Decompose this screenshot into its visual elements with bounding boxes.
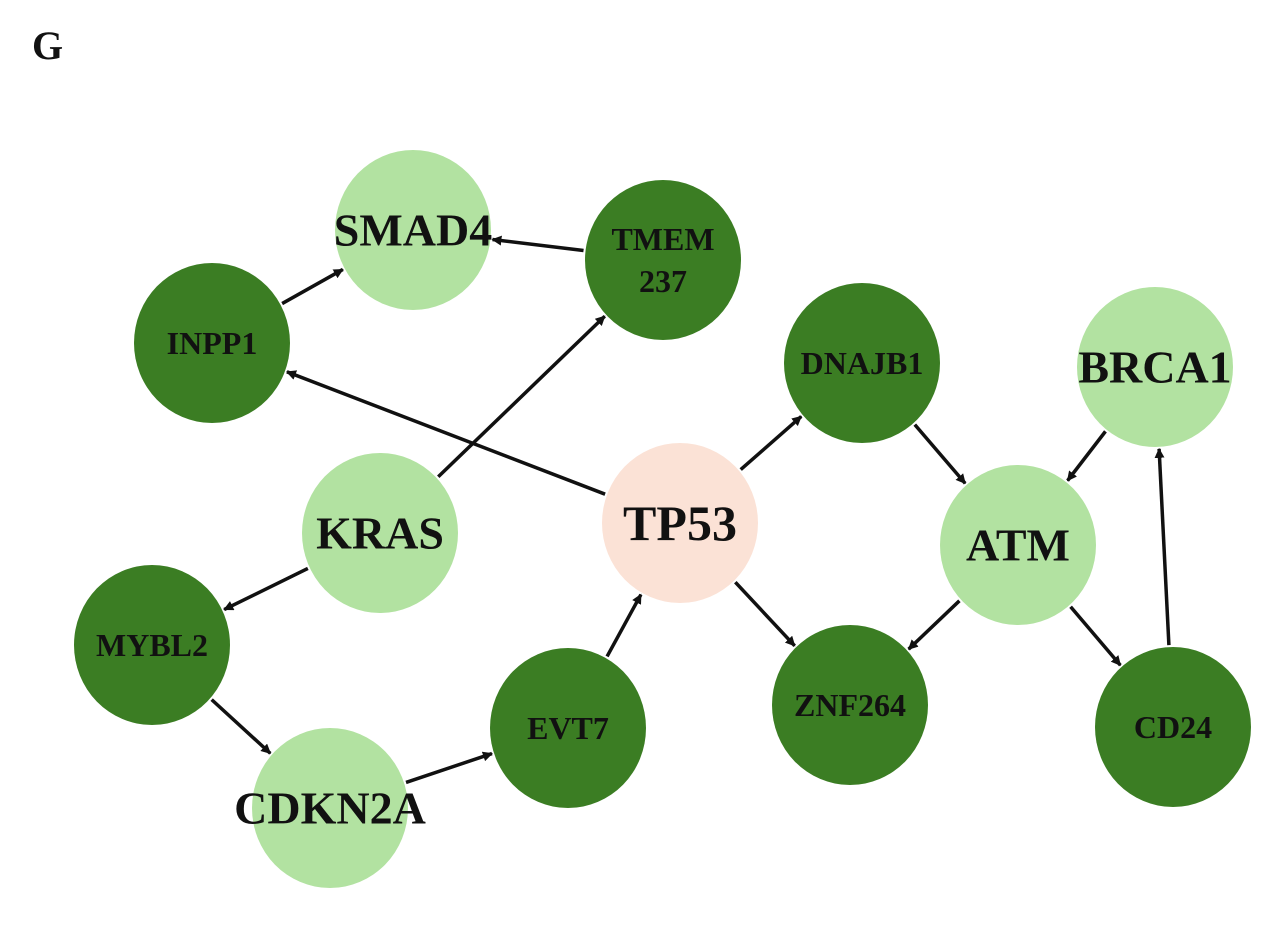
edge-atm-to-znf264 <box>907 599 961 651</box>
node-label: DNAJB1 <box>801 345 924 381</box>
node-cd24: CD24 <box>1095 647 1251 807</box>
edge-tp53-to-dnajb1 <box>739 415 803 471</box>
node-tmem237: TMEM 237 <box>585 180 741 340</box>
edges-layer <box>210 235 1171 785</box>
edge-tmem237-to-smad4 <box>491 235 584 253</box>
node-label: INPP1 <box>167 325 258 361</box>
edge-tp53-to-znf264 <box>734 581 796 647</box>
node-label: 237 <box>639 263 687 299</box>
edge-brca1-to-atm <box>1066 430 1107 482</box>
edge-kras-to-tmem237 <box>437 314 606 479</box>
node-circle <box>784 283 940 443</box>
node-label: TP53 <box>623 495 737 551</box>
edge-cd24-to-brca1 <box>1154 447 1171 646</box>
node-label: KRAS <box>316 508 444 559</box>
node-dnajb1: DNAJB1 <box>784 283 940 443</box>
node-circle <box>134 263 290 423</box>
node-label: MYBL2 <box>96 627 208 663</box>
node-evt7: EVT7 <box>490 648 646 808</box>
edge-atm-to-cd24 <box>1069 605 1122 667</box>
node-circle <box>1077 287 1233 447</box>
node-label: TMEM <box>611 221 714 257</box>
node-inpp1: INPP1 <box>134 263 290 423</box>
panel-label: G <box>32 23 64 68</box>
edge-tp53-to-inpp1 <box>285 370 606 496</box>
node-brca1: BRCA1 <box>1077 287 1233 447</box>
node-circle <box>252 728 408 888</box>
node-label: BRCA1 <box>1078 342 1231 393</box>
node-label: ZNF264 <box>794 687 906 723</box>
node-znf264: ZNF264 <box>772 625 928 785</box>
node-circle <box>335 150 491 310</box>
node-kras: KRAS <box>302 453 458 613</box>
node-circle <box>74 565 230 725</box>
node-circle <box>1095 647 1251 807</box>
node-label: CD24 <box>1134 709 1212 745</box>
node-tp53: TP53 <box>602 443 758 603</box>
node-label: EVT7 <box>527 710 609 746</box>
node-mybl2: MYBL2 <box>74 565 230 725</box>
edge-dnajb1-to-atm <box>913 423 967 485</box>
node-circle <box>585 180 741 340</box>
node-label: SMAD4 <box>334 205 492 256</box>
node-atm: ATM <box>940 465 1096 625</box>
node-label: CDKN2A <box>234 783 426 834</box>
node-circle <box>302 453 458 613</box>
edge-cdkn2a-to-evt7 <box>405 751 493 785</box>
node-circle <box>490 648 646 808</box>
edge-kras-to-mybl2 <box>223 566 309 612</box>
node-label: ATM <box>966 520 1070 571</box>
node-smad4: SMAD4 <box>334 150 492 310</box>
node-cdkn2a: CDKN2A <box>234 728 426 888</box>
node-circle <box>940 465 1096 625</box>
node-circle <box>772 625 928 785</box>
edge-inpp1-to-smad4 <box>281 267 344 306</box>
edge-evt7-to-tp53 <box>605 593 643 658</box>
node-circle <box>602 443 758 603</box>
edge-mybl2-to-cdkn2a <box>210 698 272 755</box>
